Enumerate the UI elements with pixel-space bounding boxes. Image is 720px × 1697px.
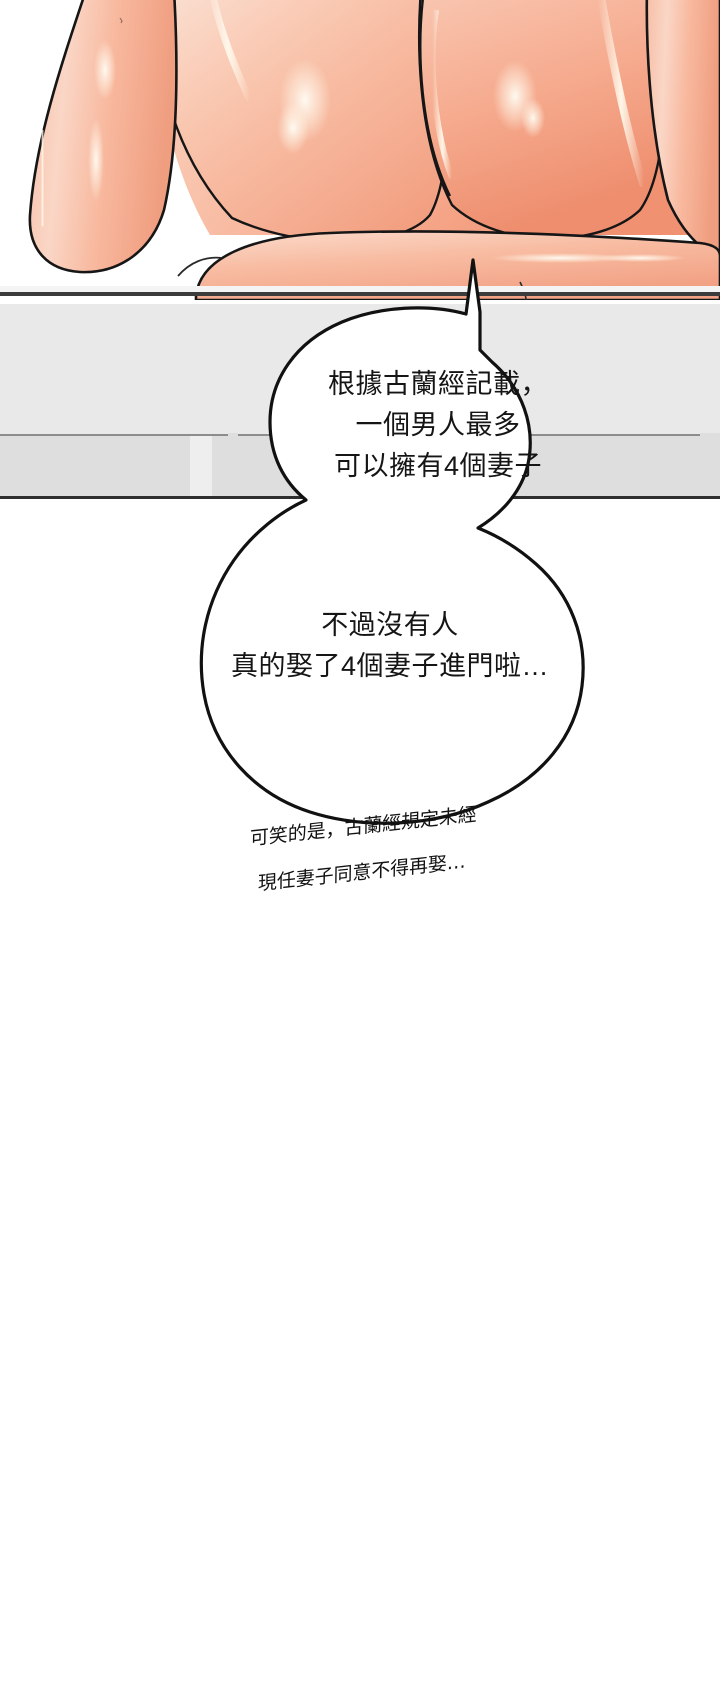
- character-illustration: [0, 0, 720, 300]
- rim-arm-left: [38, 129, 47, 227]
- left-arm: [28, 0, 178, 274]
- highlight-h: [594, 254, 686, 262]
- counter-top: [0, 286, 720, 292]
- line-break-a: [228, 433, 238, 436]
- seam-light: [190, 436, 212, 496]
- highlight-e: [94, 40, 116, 100]
- dialogue-top: 根據古蘭經記載， 一個男人最多 可以擁有4個妻子: [328, 369, 548, 481]
- fold-line-a: [177, 256, 223, 277]
- highlight-d: [521, 98, 545, 138]
- speck: [119, 17, 123, 24]
- highlight-f: [88, 118, 104, 202]
- caption-line-2: 現任妻子同意不得再娶…: [257, 850, 466, 896]
- dialogue-bottom: 不過沒有人 真的娶了4個妻子進門啦…: [230, 610, 550, 681]
- rim-right: [597, 0, 648, 188]
- rim-center: [429, 9, 455, 180]
- highlight-b: [277, 102, 309, 154]
- line-break-c: [700, 433, 720, 436]
- handwritten-caption: 可笑的是，古蘭經規定未經 現任妻子同意不得再娶…: [236, 803, 566, 896]
- counter-edge-dark: [0, 292, 720, 296]
- lower-band-baseline: [0, 496, 720, 499]
- blank-space-below: [0, 930, 720, 1697]
- center-cleft: [419, 0, 452, 197]
- caption-line-1: 可笑的是，古蘭經規定未經: [249, 803, 477, 851]
- rim-left: [209, 0, 254, 102]
